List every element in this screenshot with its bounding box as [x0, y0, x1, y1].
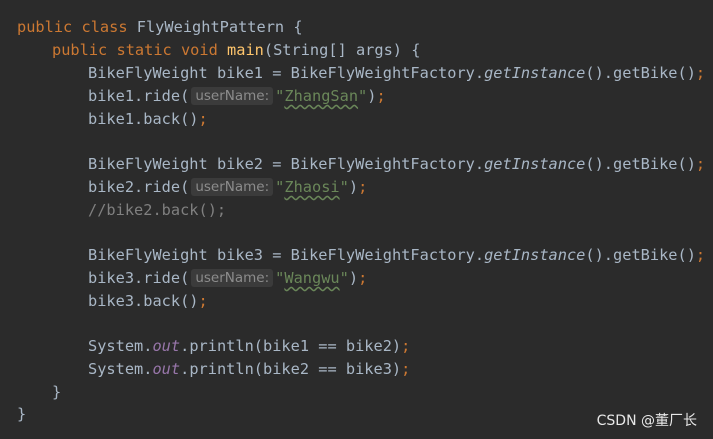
code-line-12: bike3.ride(userName:"Wangwu");	[88, 267, 367, 289]
semicolon: ;	[358, 269, 368, 287]
class-name: FlyWeightPattern	[136, 18, 285, 36]
method-params: (String[] args)	[263, 41, 403, 59]
variable-name: bike3	[216, 246, 264, 264]
semicolon: ;	[198, 110, 208, 128]
call-chain: .println(bike1 == bike2)	[180, 337, 402, 355]
paren: )	[348, 178, 359, 196]
semicolon: ;	[695, 246, 706, 264]
semicolon: ;	[695, 64, 706, 82]
brace: }	[17, 405, 27, 423]
call-head: bike2.ride(	[88, 178, 190, 196]
semicolon: ;	[198, 292, 208, 310]
call-chain: ().getBike()	[585, 246, 696, 264]
brace: {	[293, 18, 303, 36]
string-quote: "	[358, 87, 368, 105]
static-field: out	[152, 360, 181, 378]
brace: {	[411, 41, 421, 59]
code-line-1: public class FlyWeightPattern {	[17, 16, 303, 38]
code-line-5: bike1.back();	[88, 108, 208, 130]
string-value: Wangwu	[284, 269, 340, 287]
code-line-9: //bike2.back();	[88, 199, 226, 221]
type-name: BikeFlyWeight	[88, 155, 208, 173]
static-field: out	[152, 337, 181, 355]
semicolon: ;	[401, 337, 411, 355]
code-line-2: public static void main(String[] args) {	[52, 39, 420, 61]
brace: }	[52, 383, 62, 401]
semicolon: ;	[401, 360, 411, 378]
code-line-4: bike1.ride(userName:"ZhangSan");	[88, 85, 386, 107]
method-name: main	[227, 41, 264, 59]
string-quote: "	[339, 269, 349, 287]
type-name: BikeFlyWeight	[88, 246, 208, 264]
statement: bike1.back()	[88, 110, 199, 128]
operator: =	[272, 64, 282, 82]
static-call: getInstance	[484, 64, 586, 82]
class-ref: BikeFlyWeightFactory.	[290, 155, 485, 173]
code-line-17: }	[52, 381, 61, 403]
class-ref: System.	[88, 360, 153, 378]
code-line-13: bike3.back();	[88, 290, 208, 312]
call-chain: ().getBike()	[585, 155, 696, 173]
type-name: BikeFlyWeight	[88, 64, 208, 82]
class-ref: BikeFlyWeightFactory.	[290, 246, 485, 264]
call-chain: ().getBike()	[585, 64, 696, 82]
string-quote: "	[275, 87, 285, 105]
call-head: bike1.ride(	[88, 87, 190, 105]
statement: bike3.back()	[88, 292, 199, 310]
call-chain: .println(bike2 == bike3)	[180, 360, 402, 378]
paren: )	[348, 269, 359, 287]
class-ref: BikeFlyWeightFactory.	[290, 64, 485, 82]
variable-name: bike2	[216, 155, 264, 173]
keyword: static	[116, 41, 172, 59]
string-quote: "	[275, 178, 285, 196]
code-line-7: BikeFlyWeight bike2 = BikeFlyWeightFacto…	[88, 153, 705, 175]
string-quote: "	[339, 178, 349, 196]
watermark: CSDN @董厂长	[596, 413, 697, 429]
string-quote: "	[275, 269, 285, 287]
code-line-11: BikeFlyWeight bike3 = BikeFlyWeightFacto…	[88, 244, 705, 266]
parameter-hint: userName:	[191, 178, 274, 196]
code-line-16: System.out.println(bike2 == bike3);	[88, 358, 410, 380]
semicolon: ;	[376, 87, 386, 105]
static-call: getInstance	[484, 155, 586, 173]
code-line-18: }	[17, 403, 26, 425]
code-line-8: bike2.ride(userName:"Zhaosi");	[88, 176, 367, 198]
semicolon: ;	[358, 178, 368, 196]
operator: =	[272, 155, 282, 173]
keyword: public	[17, 18, 73, 36]
string-value: ZhangSan	[284, 87, 359, 105]
keyword: void	[180, 41, 218, 59]
string-value: Zhaosi	[284, 178, 340, 196]
static-call: getInstance	[484, 246, 586, 264]
parameter-hint: userName:	[191, 269, 274, 287]
code-line-15: System.out.println(bike1 == bike2);	[88, 335, 410, 357]
paren: )	[367, 87, 377, 105]
call-head: bike3.ride(	[88, 269, 190, 287]
class-ref: System.	[88, 337, 153, 355]
line-comment: //bike2.back();	[88, 201, 227, 219]
operator: =	[272, 246, 282, 264]
parameter-hint: userName:	[191, 87, 274, 105]
keyword: class	[81, 18, 128, 36]
variable-name: bike1	[216, 64, 264, 82]
code-line-3: BikeFlyWeight bike1 = BikeFlyWeightFacto…	[88, 62, 705, 84]
semicolon: ;	[695, 155, 706, 173]
keyword: public	[52, 41, 108, 59]
